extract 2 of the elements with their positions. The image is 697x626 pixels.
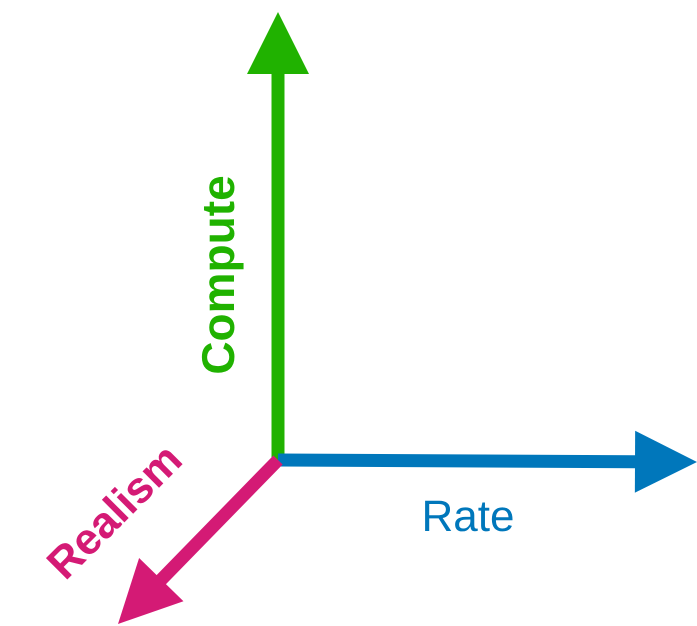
axis-label: Compute: [195, 175, 241, 375]
axis-label: Rate: [422, 495, 514, 539]
